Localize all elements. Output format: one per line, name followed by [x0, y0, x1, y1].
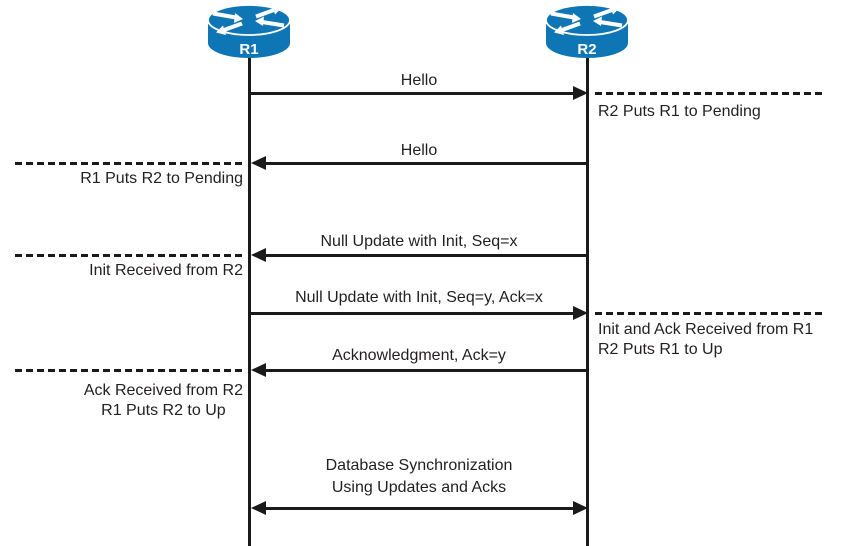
r2-lifeline [586, 58, 589, 546]
message-label-hello-1: Hello [400, 72, 438, 89]
event-r1-puts-r2-pending: R1 Puts R2 to Pending [15, 161, 244, 189]
arrow-head-left-icon [251, 501, 266, 515]
event-dashed-line [595, 311, 822, 315]
router-r2-label: R2 [577, 41, 596, 58]
arrow-head-right-icon [573, 306, 588, 320]
router-r1-icon: R1 [207, 4, 291, 58]
message-label-acknowledgment: Acknowledgment, Ack=y [332, 347, 506, 364]
event-r1-puts-r2-up: Ack Received from R2 R1 Puts R2 to Up [15, 368, 244, 421]
router-r1-label: R1 [239, 41, 258, 58]
message-label-line: Database Synchronization [325, 457, 513, 474]
message-label-null-update-seqx: Null Update with Init, Seq=x [320, 233, 518, 250]
message-label-database-sync: Database Synchronization Using Updates a… [251, 455, 587, 499]
message-label-line: Using Updates and Acks [331, 479, 507, 496]
event-label-line: Init Received from R2 [89, 261, 243, 279]
event-label-line: R1 Puts R2 to Up [101, 401, 226, 419]
arrow-head-left-icon [251, 156, 266, 170]
event-dashed-line [15, 161, 244, 165]
event-r2-puts-r1-up: Init and Ack Received from R1 R2 Puts R1… [595, 311, 822, 360]
event-r2-puts-r1-pending: R2 Puts R1 to Pending [595, 91, 822, 122]
message-arrow-shaft [265, 161, 587, 165]
message-arrow-shaft [251, 91, 573, 95]
event-label-line: R1 Puts R2 to Pending [80, 169, 243, 187]
message-arrow-shaft [265, 253, 587, 257]
event-dashed-line [595, 91, 822, 95]
event-dashed-line [15, 253, 244, 257]
message-arrow-shaft [265, 368, 587, 372]
event-label-line: R2 Puts R1 to Up [598, 340, 723, 358]
router-r2-icon: R2 [545, 4, 629, 58]
event-dashed-line [15, 368, 244, 372]
message-arrow-shaft [266, 506, 573, 510]
message-label-hello-2: Hello [400, 142, 438, 159]
event-label-line: Init and Ack Received from R1 [598, 320, 814, 338]
message-arrow-shaft [251, 311, 573, 315]
arrow-head-left-icon [251, 363, 266, 377]
router-arrows-icon [550, 5, 623, 35]
arrow-head-left-icon [251, 248, 266, 262]
r1-lifeline [248, 58, 251, 546]
router-arrows-icon [212, 5, 285, 35]
arrow-head-right-icon [573, 501, 588, 515]
event-label-line: R2 Puts R1 to Pending [598, 102, 761, 120]
message-label-null-update-seqy-ackx: Null Update with Init, Seq=y, Ack=x [295, 289, 543, 306]
event-init-received-from-r2: Init Received from R2 [15, 253, 244, 281]
event-label-line: Ack Received from R2 [83, 381, 243, 399]
arrow-head-right-icon [573, 86, 588, 100]
